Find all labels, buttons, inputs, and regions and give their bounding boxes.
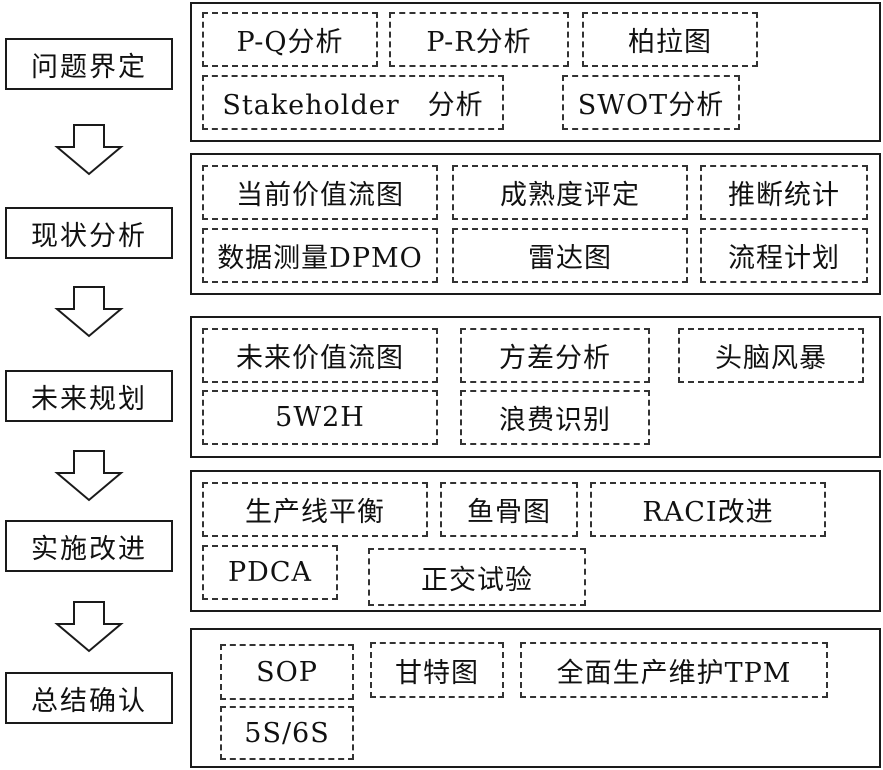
tool-swot-analysis: SWOT分析: [562, 75, 740, 130]
tool-fishbone-diagram: 鱼骨图: [440, 482, 578, 537]
tool-orthogonal-experiment: 正交试验: [368, 548, 586, 606]
tool-gantt-chart: 甘特图: [370, 642, 504, 698]
tool-stakeholder-analysis: Stakeholder 分析: [202, 75, 504, 130]
tool-sop: SOP: [220, 644, 354, 700]
tool-waste-identification: 浪费识别: [460, 390, 650, 445]
tool-maturity-assessment: 成熟度评定: [452, 165, 688, 220]
tool-radar-chart: 雷达图: [452, 228, 688, 283]
tool-group-implementation: 生产线平衡 鱼骨图 RACI改进 PDCA 正交试验: [190, 470, 881, 612]
down-arrow-icon: [54, 450, 124, 502]
tool-group-summary-confirmation: SOP 甘特图 全面生产维护TPM 5S/6S: [190, 628, 881, 768]
tool-pareto-chart: 柏拉图: [582, 12, 758, 67]
tool-pq-analysis: P-Q分析: [202, 12, 378, 67]
down-arrow-icon: [54, 286, 124, 338]
tool-5w2h: 5W2H: [202, 390, 438, 445]
tool-pr-analysis: P-R分析: [389, 12, 569, 67]
tool-5s-6s: 5S/6S: [220, 706, 354, 760]
tool-brainstorming: 头脑风暴: [678, 328, 864, 383]
phase-box-summary-confirmation: 总结确认: [5, 672, 173, 724]
tool-tpm: 全面生产维护TPM: [520, 642, 828, 698]
tool-raci-improvement: RACI改进: [590, 482, 826, 537]
phase-box-future-planning: 未来规划: [5, 370, 173, 422]
phase-box-implementation: 实施改进: [5, 520, 173, 572]
tool-line-balancing: 生产线平衡: [202, 482, 428, 537]
down-arrow-icon: [54, 601, 124, 653]
tool-process-plan: 流程计划: [700, 228, 868, 283]
tool-current-value-stream-map: 当前价值流图: [202, 165, 438, 220]
tool-dpmo-measurement: 数据测量DPMO: [202, 228, 438, 283]
tool-group-current-analysis: 当前价值流图 成熟度评定 推断统计 数据测量DPMO 雷达图 流程计划: [190, 153, 881, 295]
phase-box-current-analysis: 现状分析: [5, 207, 173, 259]
tool-group-problem-definition: P-Q分析 P-R分析 柏拉图 Stakeholder 分析 SWOT分析: [190, 2, 881, 142]
tool-anova: 方差分析: [460, 328, 650, 383]
phase-box-problem-definition: 问题界定: [5, 38, 173, 90]
tool-group-future-planning: 未来价值流图 方差分析 头脑风暴 5W2H 浪费识别: [190, 316, 881, 458]
tool-pdca: PDCA: [202, 545, 338, 600]
down-arrow-icon: [54, 124, 124, 176]
tool-future-value-stream-map: 未来价值流图: [202, 328, 438, 383]
tool-inferential-statistics: 推断统计: [700, 165, 868, 220]
